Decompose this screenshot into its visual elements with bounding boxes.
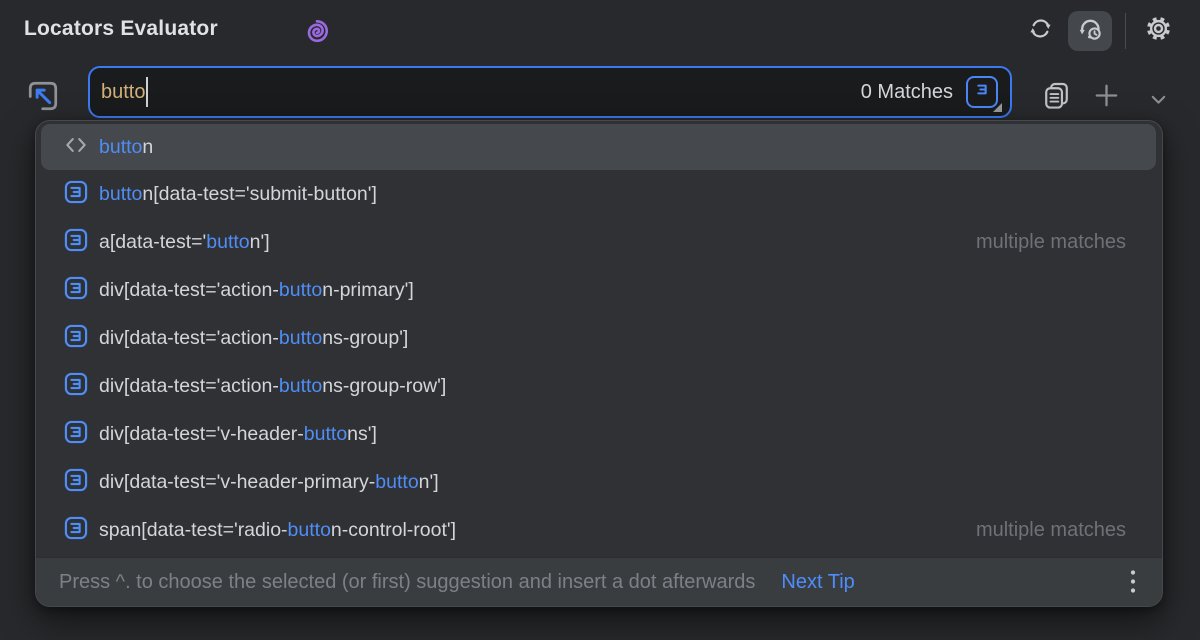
copy-list-icon — [1042, 81, 1071, 115]
suggestion-row[interactable]: div[data-test='v-header-primary-button'] — [36, 458, 1162, 506]
gear-icon — [1144, 14, 1173, 48]
css-selector-icon — [64, 228, 88, 257]
suggestion-row[interactable]: span[data-test='radio-button-control-roo… — [36, 506, 1162, 554]
add-locator-button[interactable] — [1086, 78, 1126, 118]
suggestion-row[interactable]: div[data-test='action-buttons-group'] — [36, 314, 1162, 362]
locator-type-dropdown[interactable] — [966, 76, 1002, 112]
css-selector-icon — [64, 324, 88, 353]
suggestion-text: span[data-test='radio-button-control-roo… — [99, 518, 457, 541]
pick-element-icon — [25, 78, 61, 119]
collapse-button[interactable] — [1138, 82, 1178, 122]
kebab-menu-icon — [1130, 570, 1136, 593]
css-selector-icon — [64, 468, 88, 497]
pick-element-button[interactable] — [23, 78, 63, 118]
plus-icon — [1091, 80, 1122, 116]
refresh-with-clock-icon — [1076, 15, 1104, 48]
suggestion-row[interactable]: div[data-test='action-button-primary'] — [36, 266, 1162, 314]
chevron-down-icon — [1146, 87, 1171, 117]
copy-locators-button[interactable] — [1036, 78, 1076, 118]
refresh-button[interactable] — [1020, 11, 1060, 51]
hint-text: Press ^. to choose the selected (or firs… — [59, 570, 756, 593]
suggestion-text: div[data-test='v-header-primary-button'] — [99, 470, 439, 493]
suggestion-text: div[data-test='action-buttons-group-row'… — [99, 374, 447, 397]
suggestion-text: div[data-test='action-buttons-group'] — [99, 326, 409, 349]
suggestion-text: button[data-test='submit-button'] — [99, 182, 377, 205]
suggestion-text: button — [99, 135, 154, 158]
multiple-matches-label: multiple matches — [975, 230, 1126, 253]
next-tip-link[interactable]: Next Tip — [781, 570, 855, 593]
css-selector-icon — [64, 276, 88, 305]
suggestion-text: a[data-test='button'] — [99, 230, 270, 253]
suggestion-row[interactable]: a[data-test='button'] multiple matches — [36, 218, 1162, 266]
multiple-matches-label: multiple matches — [975, 518, 1126, 541]
css-selector-icon — [64, 180, 88, 209]
auto-refresh-button[interactable] — [1068, 11, 1112, 51]
css-selector-icon — [64, 372, 88, 401]
suggestion-row[interactable]: div[data-test='v-header-buttons'] — [36, 410, 1162, 458]
autocomplete-popup: button button[data-test='submit-button'] — [35, 120, 1163, 607]
suggestion-text: div[data-test='v-header-buttons'] — [99, 422, 377, 445]
hint-bar: Press ^. to choose the selected (or firs… — [36, 557, 1162, 606]
suggestion-row[interactable]: button — [41, 124, 1156, 170]
suggestion-text: div[data-test='action-button-primary'] — [99, 278, 414, 301]
page-title: Locators Evaluator — [24, 17, 218, 40]
toolbar-divider — [1125, 13, 1126, 49]
refresh-icon — [1027, 15, 1054, 47]
suggestion-list: button button[data-test='submit-button'] — [36, 121, 1162, 557]
css-selector-icon — [972, 79, 993, 105]
kebab-menu-button[interactable] — [1128, 568, 1138, 596]
css-selector-icon — [64, 516, 88, 545]
dropdown-grip-icon — [993, 103, 1002, 112]
suggestion-row[interactable]: div[data-test='action-buttons-group-row'… — [36, 362, 1162, 410]
settings-button[interactable] — [1138, 11, 1178, 51]
css-selector-icon — [64, 420, 88, 449]
search-query-text: butto — [101, 80, 146, 103]
spiral-logo-icon — [302, 16, 332, 46]
locator-search-input[interactable]: butto 0 Matches — [88, 66, 1012, 118]
suggestion-row[interactable]: button[data-test='submit-button'] — [36, 170, 1162, 218]
tag-icon — [61, 132, 91, 163]
text-caret — [146, 77, 149, 107]
match-count-label: 0 Matches — [860, 80, 953, 103]
